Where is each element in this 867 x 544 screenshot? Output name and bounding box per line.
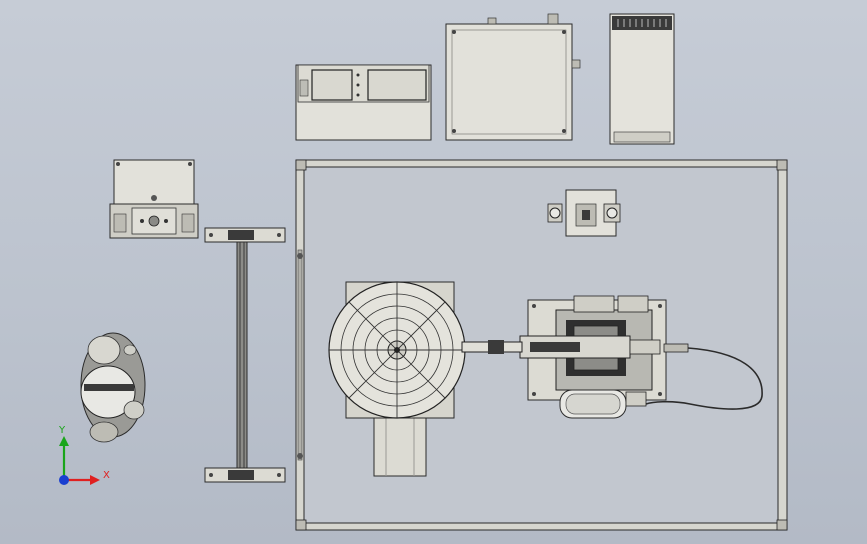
z-axis-dot: [59, 475, 69, 485]
controller-cabinet[interactable]: [295, 64, 432, 141]
sliding-rail[interactable]: [204, 227, 286, 483]
teach-pendant-stand[interactable]: [109, 159, 199, 239]
coordinate-triad: Y X: [58, 425, 110, 485]
x-axis-label: X: [103, 470, 110, 481]
power-supply-unit[interactable]: [609, 13, 675, 145]
welding-robot[interactable]: [461, 295, 689, 401]
rotary-positioner[interactable]: [328, 281, 466, 477]
y-axis-label: Y: [58, 425, 66, 436]
operator-figure: [80, 332, 146, 443]
wire-drum[interactable]: [559, 347, 763, 419]
x-arrowhead: [90, 475, 100, 485]
torch-cleaning-station[interactable]: [547, 189, 621, 237]
y-arrowhead: [59, 436, 69, 446]
electrical-box[interactable]: [445, 13, 581, 141]
